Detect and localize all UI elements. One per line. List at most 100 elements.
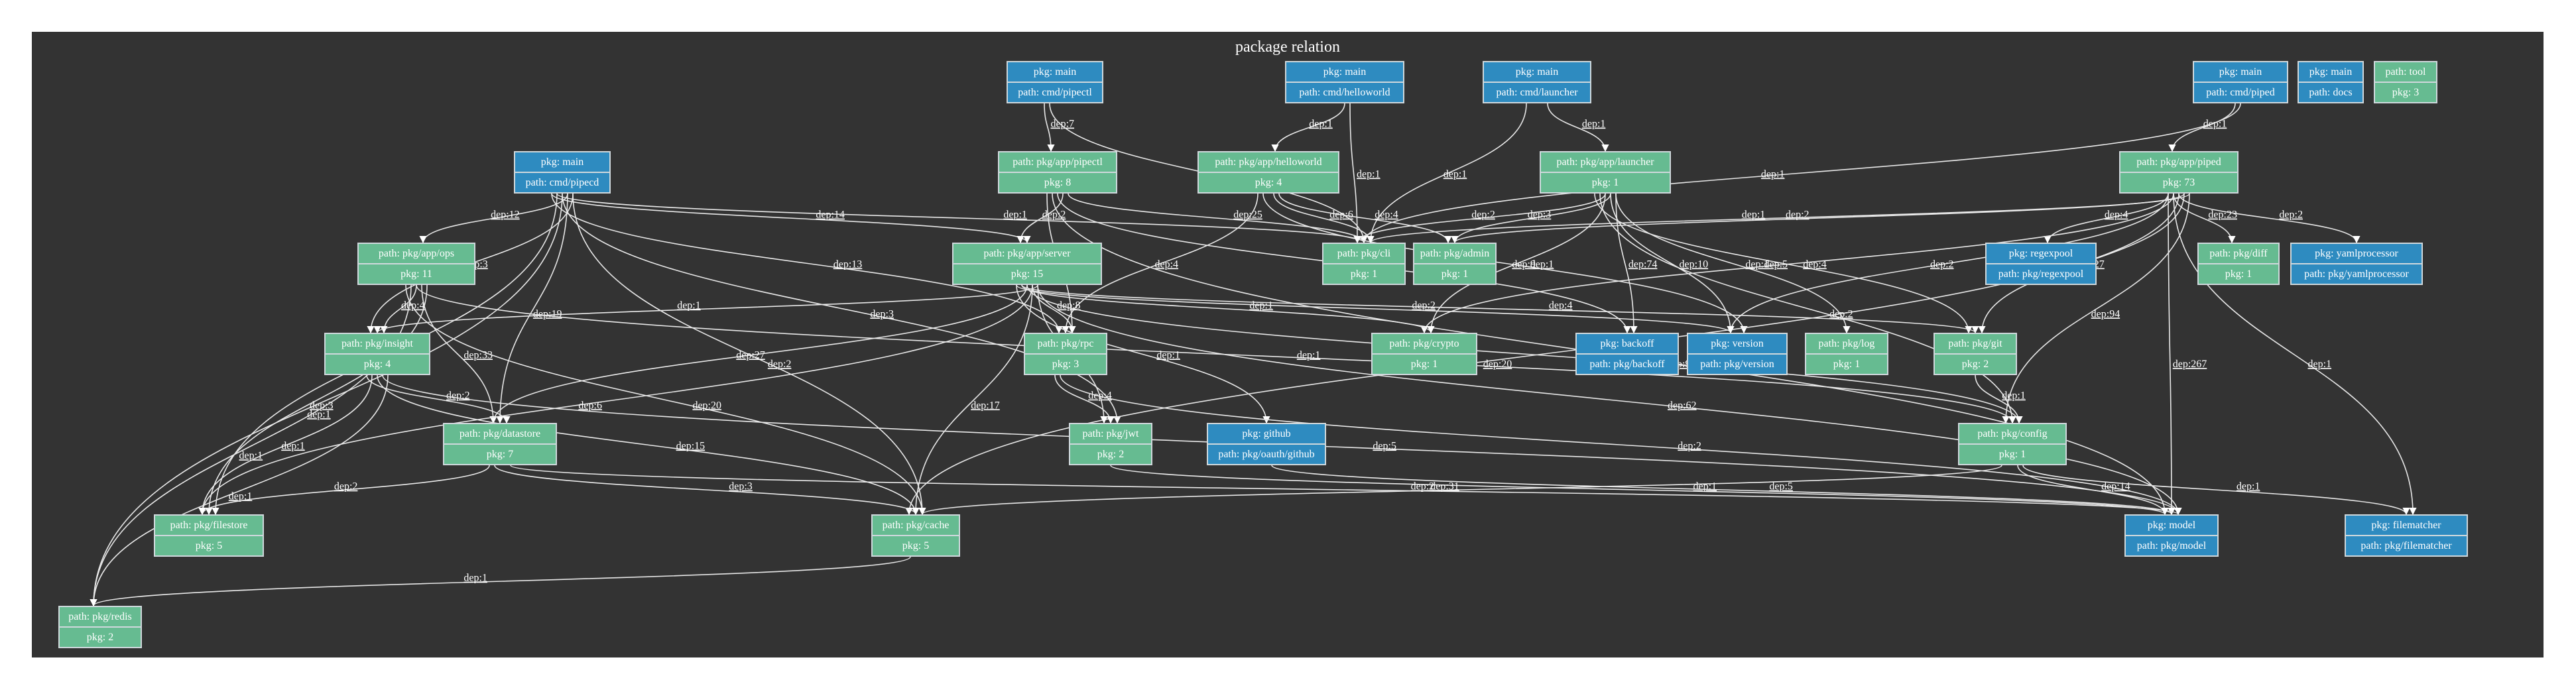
- node-cli[interactable]: path: pkg/cli pkg: 1: [1322, 243, 1406, 285]
- node-secondary-label: pkg: 3: [1025, 353, 1106, 374]
- node-secondary-label: path: docs: [2299, 82, 2362, 102]
- node-primary-label: pkg: main: [1515, 66, 1559, 78]
- node-secondary-label: pkg: 2: [60, 626, 141, 647]
- edge-label: dep:31: [1430, 481, 1459, 492]
- edge-label: dep:3: [1528, 209, 1552, 221]
- node-diff[interactable]: path: pkg/diff pkg: 1: [2197, 243, 2280, 285]
- edge-label: dep:5: [1769, 481, 1793, 492]
- node-primary-label: path: pkg/cli: [1337, 247, 1391, 259]
- edge-label: dep:1: [1693, 481, 1717, 492]
- edge-main_helloworld-to-cli: [1349, 103, 1361, 244]
- edge-main_pipecd-to-redis: [90, 193, 563, 607]
- edge-app_launcher-to-version: [1610, 193, 1735, 334]
- node-secondary-label: path: pkg/backoff: [1577, 353, 1678, 374]
- edge-main_pipecd-to-datastore: [496, 193, 568, 424]
- node-primary-label: path: pkg/log: [1818, 337, 1875, 349]
- node-secondary-label: pkg: 1: [1323, 263, 1404, 284]
- edge-label: dep:1: [1742, 209, 1766, 221]
- edge-insight-to-datastore: [366, 374, 511, 424]
- node-filematcher[interactable]: pkg: filematcher path: pkg/filematcher: [2345, 514, 2468, 557]
- node-primary-label: path: pkg/app/ops: [378, 247, 455, 259]
- edge-main_pipecd-to-app_ops: [419, 193, 568, 244]
- node-log[interactable]: path: pkg/log pkg: 1: [1805, 333, 1888, 375]
- edge-label: dep:1: [1357, 169, 1380, 180]
- edge-app_server-to-config: [1026, 284, 2023, 424]
- node-secondary-label: path: pkg/filematcher: [2346, 535, 2467, 555]
- node-secondary-label: path: pkg/regexpool: [1987, 263, 2095, 284]
- edge-label: dep:1: [307, 409, 331, 420]
- node-primary-label: path: pkg/config: [1977, 428, 2048, 439]
- node-primary-label: path: pkg/insight: [341, 337, 413, 349]
- edge-label: dep:1: [1582, 119, 1606, 130]
- edge-label: dep:2: [334, 481, 358, 492]
- node-secondary-label: path: pkg/version: [1688, 353, 1786, 374]
- node-secondary-label: pkg: 5: [155, 535, 263, 555]
- node-primary-label: path: pkg/crypto: [1389, 337, 1459, 349]
- edge-app_ops-to-cache: [405, 284, 926, 516]
- edge-main_piped-to-cli: [1360, 103, 2241, 244]
- edge-app_piped-to-admin: [1451, 193, 2185, 244]
- edge-label: dep:12: [491, 209, 520, 221]
- edge-app_piped-to-cache: [905, 193, 2179, 516]
- node-secondary-label: pkg: 1: [2199, 263, 2278, 284]
- edge-rpc-to-model: [1060, 374, 2182, 516]
- node-primary-label: path: pkg/redis: [68, 610, 132, 622]
- edge-app_piped-to-cli: [1367, 193, 2190, 244]
- node-secondary-label: pkg: 4: [326, 353, 429, 374]
- edge-label: dep:1: [1156, 349, 1180, 361]
- edge-label: dep:20: [692, 400, 721, 411]
- node-secondary-label: pkg: 7: [444, 443, 556, 464]
- node-secondary-label: pkg: 4: [1199, 172, 1338, 192]
- node-secondary-label: pkg: 3: [2375, 82, 2436, 102]
- node-secondary-label: pkg: 2: [1070, 443, 1151, 464]
- node-primary-label: pkg: regexpool: [2008, 247, 2073, 259]
- node-secondary-label: pkg: 1: [1806, 353, 1887, 374]
- edge-label: dep:1: [2308, 359, 2332, 370]
- node-redis[interactable]: path: pkg/redis pkg: 2: [58, 606, 142, 648]
- node-primary-label: path: pkg/diff: [2209, 247, 2268, 259]
- edge-datastore-to-filestore: [198, 465, 490, 516]
- edge-label: dep:2: [2279, 209, 2303, 221]
- node-secondary-label: pkg: 1: [1541, 172, 1670, 192]
- edge-label: dep:1: [1309, 119, 1333, 130]
- node-insight[interactable]: path: pkg/insight pkg: 4: [324, 333, 430, 375]
- edge-label: dep:1: [463, 573, 487, 584]
- edge-label: dep:9: [1512, 259, 1536, 270]
- edge-main_launcher-to-cli: [1367, 103, 1527, 244]
- edge-label: dep:27: [736, 349, 765, 361]
- node-secondary-label: path: pkg/yamlprocessor: [2292, 263, 2422, 284]
- node-secondary-label: pkg: 8: [999, 172, 1116, 192]
- node-primary-label: pkg: filematcher: [2371, 519, 2441, 531]
- edge-main_pipectl-to-app_pipectl: [1044, 103, 1055, 152]
- node-regexpool[interactable]: pkg: regexpool path: pkg/regexpool: [1985, 243, 2097, 285]
- edge-label: dep:33: [463, 349, 493, 361]
- node-secondary-label: path: cmd/piped: [2194, 82, 2287, 102]
